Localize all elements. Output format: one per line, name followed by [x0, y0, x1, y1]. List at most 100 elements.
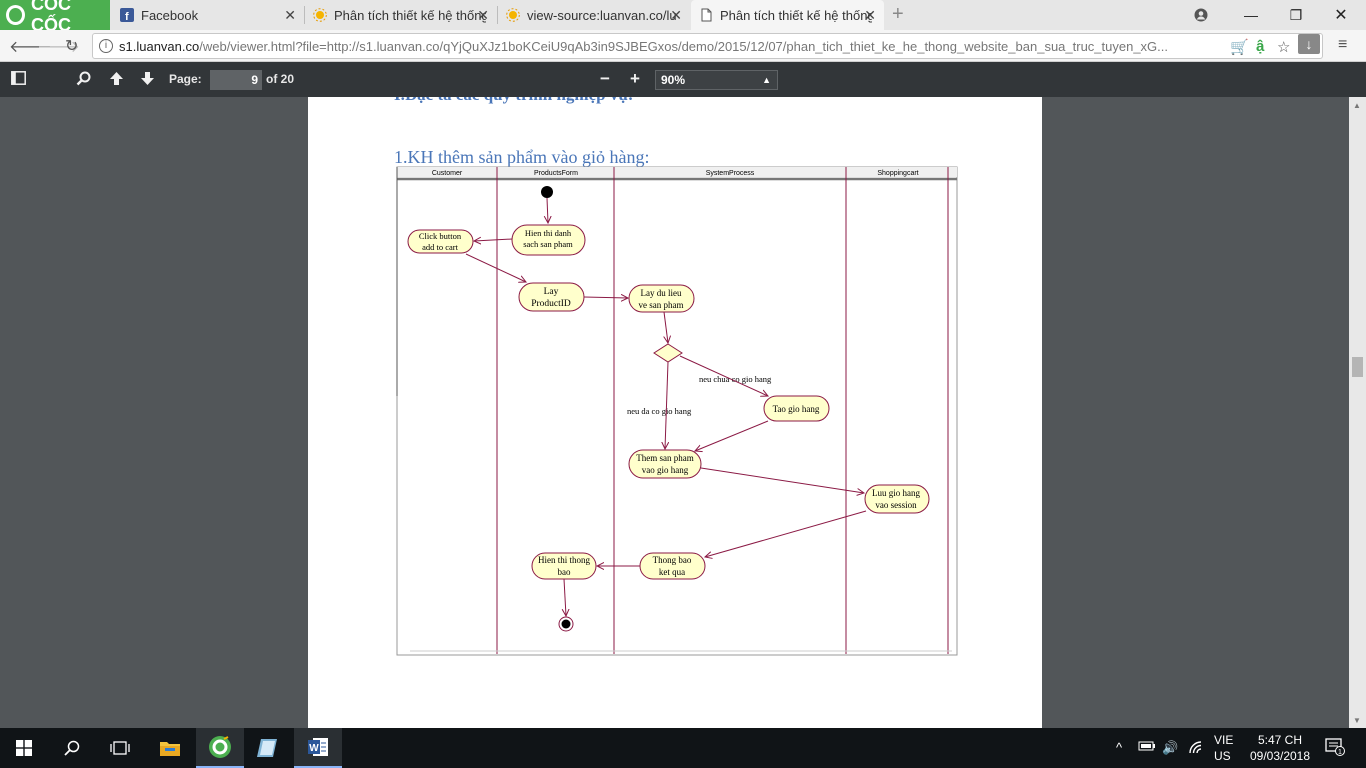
zoom-select[interactable]: 90% ▲: [655, 70, 778, 90]
sidebar-toggle-icon[interactable]: [11, 71, 26, 89]
notification-center-icon[interactable]: 1: [1325, 738, 1345, 759]
zoom-value: 90%: [661, 73, 686, 87]
close-window-icon[interactable]: ✕: [1334, 7, 1348, 24]
tab-strip: CỐC CỐC f Facebook ✕ Phân tích thiết kế …: [0, 0, 1366, 35]
app-icon[interactable]: [244, 728, 292, 768]
svg-text:Click button: Click button: [419, 231, 462, 241]
tab-label: Facebook: [141, 7, 199, 23]
activity-show-message: Hien thi thong bao: [531, 552, 597, 580]
coccoc-taskbar-icon[interactable]: [196, 728, 244, 768]
facebook-icon: f: [120, 8, 134, 22]
minimize-icon[interactable]: —: [1244, 7, 1258, 23]
volume-icon[interactable]: 🔊: [1162, 740, 1179, 755]
activity-click-add-to-cart: Click button add to cart: [407, 229, 474, 254]
bookmark-star-icon[interactable]: ☆: [1277, 39, 1291, 56]
page-scrollbar[interactable]: ▲ ▼: [1349, 97, 1366, 728]
sun-icon: [506, 8, 520, 22]
svg-text:vao session: vao session: [875, 500, 917, 510]
translate-icon[interactable]: ậ: [1256, 38, 1265, 55]
lane-header-customer: Customer: [432, 170, 463, 177]
restore-icon[interactable]: ❐: [1289, 6, 1303, 23]
activity-get-product-data: Lay du lieu ve san pham: [628, 284, 695, 313]
url-text[interactable]: s1.luanvan.co/web/viewer.html?file=http:…: [119, 39, 1169, 54]
sun-icon: [313, 8, 327, 22]
activity-diagram: Customer ProductsForm SystemProcess Shop…: [396, 166, 958, 656]
tab-facebook[interactable]: f Facebook ✕: [112, 0, 304, 30]
browser-toolbar: 🡐 🡒 ↻ i s1.luanvan.co/web/viewer.html?fi…: [0, 30, 1366, 62]
close-icon[interactable]: ✕: [670, 7, 682, 23]
close-icon[interactable]: ✕: [864, 7, 876, 23]
wifi-icon[interactable]: [1188, 740, 1204, 757]
svg-text:W: W: [309, 743, 319, 754]
new-tab-plus-icon[interactable]: +: [892, 3, 904, 25]
menu-icon[interactable]: ≡: [1338, 36, 1348, 53]
tab-label: view-source:luanvan.co/lu: [527, 7, 677, 23]
profile-icon[interactable]: [1178, 0, 1224, 30]
zoom-in-button[interactable]: +: [630, 69, 640, 88]
close-icon[interactable]: ✕: [477, 7, 489, 23]
windows-start-icon[interactable]: [0, 728, 48, 768]
activity-show-list: Hien thi danh sach san pham: [511, 224, 586, 256]
lane-header-productsform: ProductsForm: [534, 170, 578, 177]
previous-page-icon[interactable]: [109, 71, 124, 90]
svg-text:Thong bao: Thong bao: [653, 555, 692, 565]
download-icon[interactable]: ↓: [1298, 34, 1320, 54]
svg-text:add to cart: add to cart: [422, 242, 459, 252]
svg-text:Hien thi thong: Hien thi thong: [538, 555, 590, 565]
control-flows: [465, 197, 867, 616]
pdf-toolbar: Page: 9 of 20 − + 90% ▲: [0, 62, 1366, 97]
activity-notify-result: Thong bao ket qua: [639, 552, 706, 580]
clock[interactable]: 5:47 CH 09/03/2018: [1249, 733, 1311, 763]
document-icon: [701, 8, 712, 22]
section-heading: 1.KH thêm sản phẩm vào giỏ hàng:: [394, 147, 650, 167]
activity-add-product: Them san pham vao gio hang: [628, 449, 702, 479]
next-page-icon[interactable]: [140, 71, 155, 90]
svg-text:ProductID: ProductID: [531, 299, 571, 309]
tab-phan-tich-active[interactable]: Phân tích thiết kế hệ thống ✕: [691, 0, 884, 30]
task-view-icon[interactable]: [96, 728, 144, 768]
guard-no-cart: neu chua co gio hang: [699, 374, 772, 384]
tab-label: Phân tích thiết kế hệ thống: [720, 7, 872, 23]
scroll-up-icon[interactable]: ▲: [1353, 101, 1361, 110]
svg-text:ket qua: ket qua: [659, 567, 685, 577]
coccoc-logo-icon: [6, 5, 26, 25]
tab-view-source[interactable]: view-source:luanvan.co/lu ✕: [498, 0, 690, 30]
tab-label: Phân tích thiết kế hệ thống: [334, 7, 486, 23]
input-language[interactable]: VIE US: [1214, 733, 1234, 763]
taskbar: W ^ 🔊 VIE US 5:47 CH 09/03/2018 1: [0, 728, 1366, 768]
zoom-out-button[interactable]: −: [600, 69, 610, 88]
svg-text:1: 1: [1338, 749, 1342, 756]
forward-arrow-icon[interactable]: 🡒: [37, 39, 80, 56]
file-explorer-icon[interactable]: [146, 728, 194, 768]
svg-text:bao: bao: [558, 567, 571, 577]
svg-text:Tao gio hang: Tao gio hang: [773, 404, 820, 414]
page-number-input[interactable]: 9: [210, 70, 262, 90]
activity-get-productid: Lay ProductID: [518, 282, 585, 312]
svg-text:Lay: Lay: [544, 287, 559, 297]
start-node: [541, 186, 553, 198]
chevron-up-icon[interactable]: ^: [1116, 740, 1123, 755]
address-bar[interactable]: i s1.luanvan.co/web/viewer.html?file=htt…: [92, 33, 1323, 59]
svg-text:ve san pham: ve san pham: [639, 300, 684, 310]
search-icon[interactable]: [76, 71, 91, 90]
reload-icon[interactable]: ↻: [65, 38, 79, 55]
back-arrow-icon[interactable]: 🡐: [9, 39, 52, 56]
lane-header-systemprocess: SystemProcess: [706, 170, 755, 177]
guard-has-cart: neu da co gio hang: [627, 406, 692, 416]
info-icon[interactable]: i: [99, 39, 113, 53]
scroll-thumb[interactable]: [1352, 357, 1363, 377]
dropdown-arrows-icon: ▲: [762, 75, 771, 85]
svg-text:Luu gio hang: Luu gio hang: [872, 488, 920, 498]
close-icon[interactable]: ✕: [284, 7, 296, 23]
lane-header-shoppingcart: Shoppingcart: [877, 170, 918, 177]
battery-icon[interactable]: [1138, 740, 1156, 755]
coccoc-logo[interactable]: CỐC CỐC: [0, 0, 110, 35]
shopping-cart-icon[interactable]: 🛒: [1230, 39, 1249, 56]
pdf-viewer[interactable]: I.Đặc tả các quy trình nghiệp vụ: 1.KH t…: [0, 97, 1366, 728]
scroll-down-icon[interactable]: ▼: [1353, 716, 1361, 725]
page-label: Page:: [169, 72, 202, 86]
activity-save-session: Luu gio hang vao session: [864, 484, 930, 514]
tab-phan-tich-1[interactable]: Phân tích thiết kế hệ thống ✕: [305, 0, 497, 30]
word-icon[interactable]: W: [294, 728, 342, 768]
search-icon[interactable]: [48, 728, 96, 768]
